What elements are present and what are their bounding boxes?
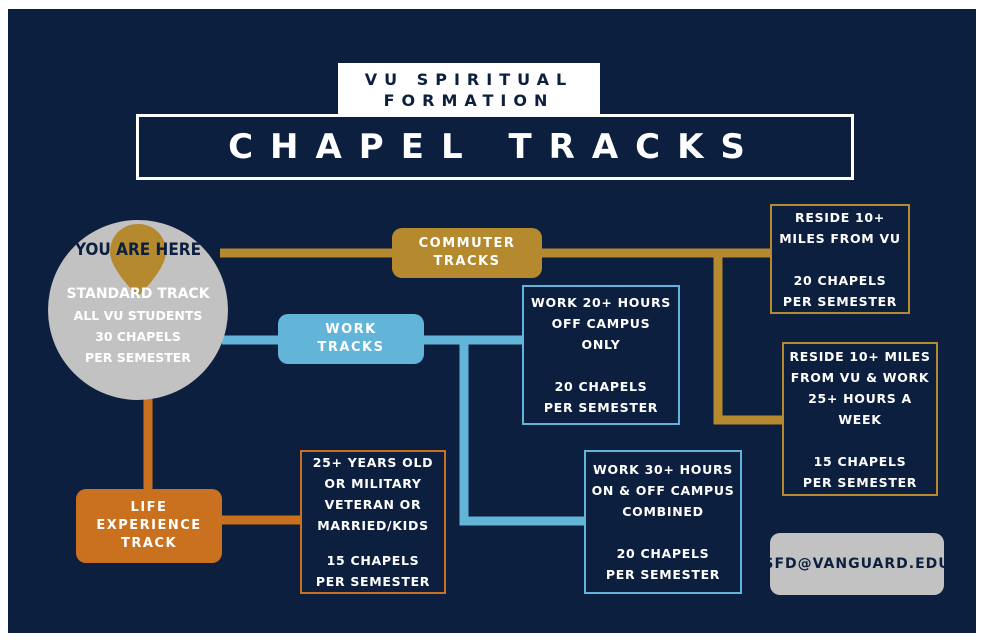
box-line: OR MILITARY [324, 476, 422, 491]
box-line: FROM VU & WORK [790, 369, 930, 385]
box-line: COMBINED [622, 504, 704, 519]
standard-track-name: STANDARD TRACK [66, 286, 210, 302]
box-line: PER SEMESTER [802, 474, 918, 490]
box-line: WORK 20+ HOURS [531, 295, 671, 310]
box-line: PER SEMESTER [315, 574, 431, 589]
contact-email[interactable]: SFD@VANGUARD.EDU [763, 533, 950, 595]
standard-track-circle: YOU ARE HERE STANDARD TRACK ALL VU STUDE… [48, 220, 228, 400]
box-line: OFF CAMPUS [551, 316, 651, 331]
work-label-2: TRACKS [317, 340, 385, 355]
box-line: 20 CHAPELS [793, 272, 887, 288]
commuter-tracks-pill: COMMUTER TRACKS [392, 228, 542, 278]
box-line: MILES FROM VU [779, 230, 901, 246]
you-are-here-label: YOU ARE HERE [74, 240, 202, 260]
standard-track-req-2: PER SEMESTER [85, 350, 191, 365]
box-line: PER SEMESTER [782, 293, 898, 309]
work-box-20-hours: WORK 20+ HOURS OFF CAMPUS ONLY 20 CHAPEL… [522, 285, 680, 425]
box-line: 20 CHAPELS [616, 546, 710, 561]
box-line: PER SEMESTER [543, 400, 659, 415]
box-line: 25+ HOURS A [808, 390, 912, 406]
work-box-30-hours: WORK 30+ HOURS ON & OFF CAMPUS COMBINED … [584, 450, 742, 594]
box-line: WORK 30+ HOURS [593, 462, 733, 477]
box-line: PER SEMESTER [605, 567, 721, 582]
box-line: RESIDE 10+ MILES [789, 348, 931, 364]
box-line: VETERAN OR [324, 497, 422, 512]
life-label-2: EXPERIENCE [96, 518, 202, 533]
life-box-requirements: 25+ YEARS OLD OR MILITARY VETERAN OR MAR… [300, 450, 446, 594]
box-line: MARRIED/KIDS [317, 518, 429, 533]
standard-track-text: STANDARD TRACK ALL VU STUDENTS 30 CHAPEL… [48, 284, 228, 368]
box-line: WEEK [838, 411, 882, 427]
box-line: ONLY [581, 337, 621, 352]
box-line: 25+ YEARS OLD [312, 455, 434, 470]
life-experience-pill: LIFE EXPERIENCE TRACK [76, 489, 222, 563]
box-line: 20 CHAPELS [554, 379, 648, 394]
work-tracks-pill: WORK TRACKS [278, 314, 424, 364]
commuter-label-1: COMMUTER [418, 236, 516, 251]
page-title: CHAPEL TRACKS [136, 114, 854, 180]
header-line-1: VU SPIRITUAL [364, 70, 574, 89]
box-line: 15 CHAPELS [813, 453, 907, 469]
life-connector [143, 392, 300, 525]
box-line: 15 CHAPELS [326, 553, 420, 568]
life-label-3: TRACK [120, 536, 178, 551]
location-pin-icon [110, 224, 166, 296]
life-label-1: LIFE [130, 500, 168, 515]
header-subtitle: VU SPIRITUAL FORMATION [338, 63, 600, 117]
commuter-box-reside: RESIDE 10+ MILES FROM VU 20 CHAPELS PER … [770, 204, 910, 314]
commuter-box-reside-work: RESIDE 10+ MILES FROM VU & WORK 25+ HOUR… [782, 342, 938, 496]
work-label-1: WORK [325, 322, 377, 337]
commuter-label-2: TRACKS [433, 254, 501, 269]
standard-track-audience: ALL VU STUDENTS [73, 308, 203, 323]
header-line-2: FORMATION [383, 91, 555, 110]
standard-track-req-1: 30 CHAPELS [95, 329, 181, 344]
box-line: ON & OFF CAMPUS [591, 483, 735, 498]
box-line: RESIDE 10+ [795, 209, 885, 225]
